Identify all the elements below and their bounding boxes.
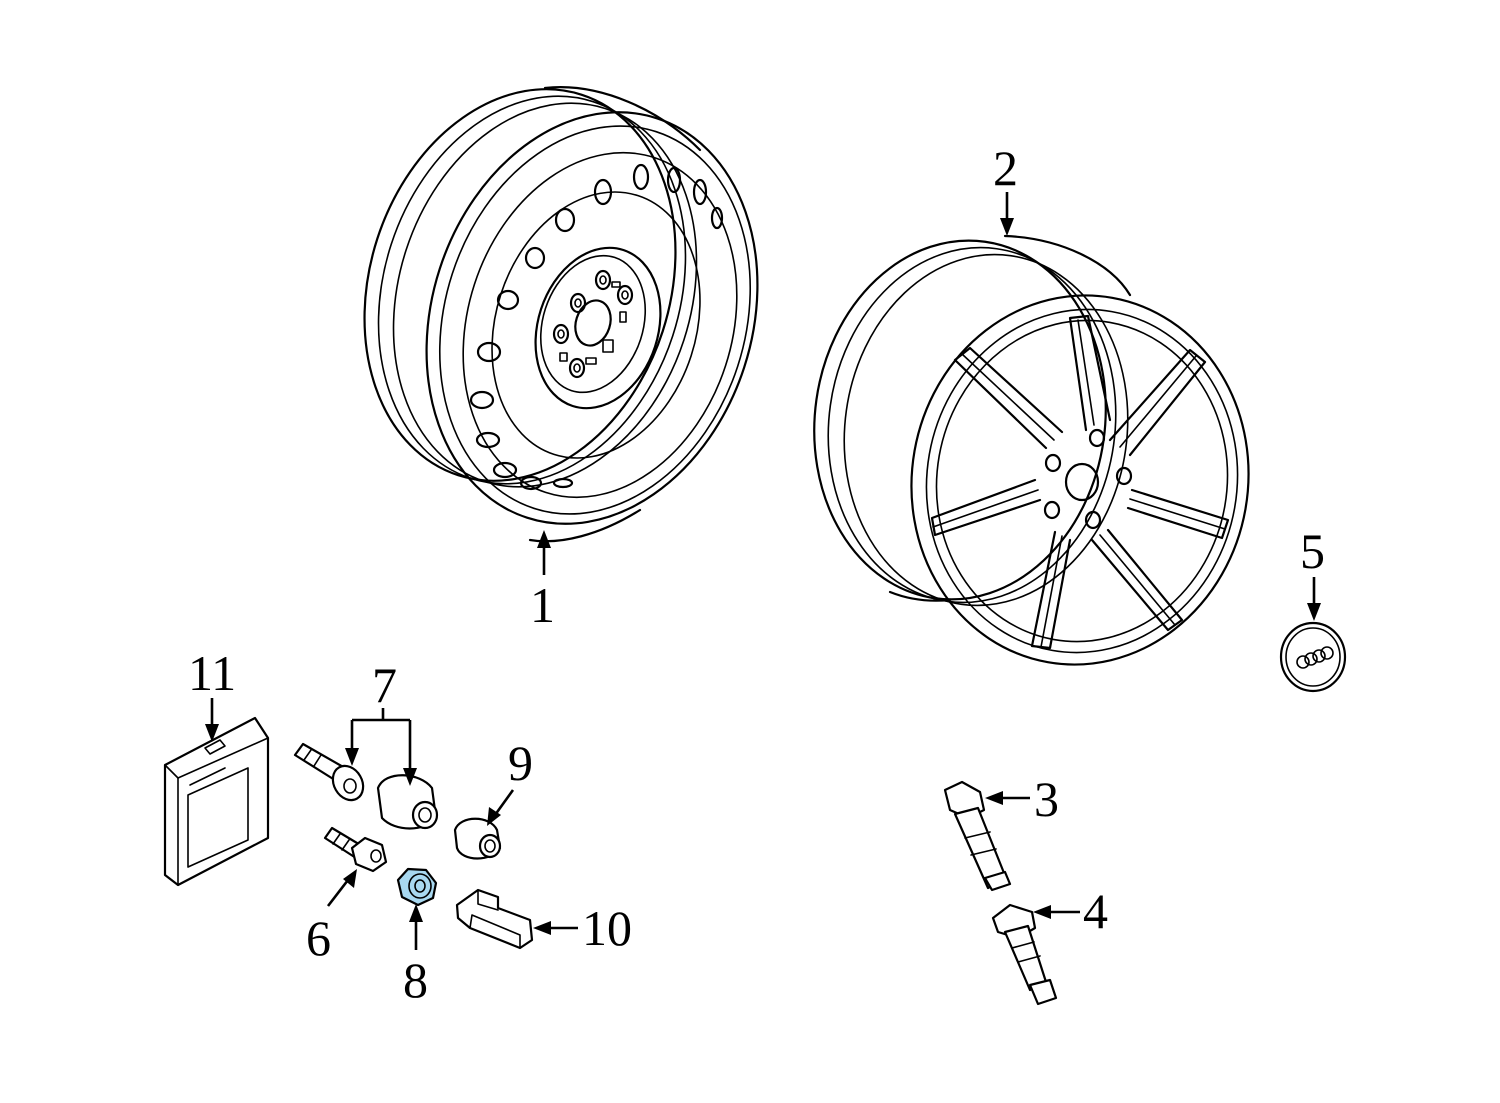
callout-label-9: 9: [508, 735, 533, 791]
callout-11: 11: [188, 645, 236, 742]
callout-label-11: 11: [188, 645, 236, 701]
callout-2: 2: [993, 140, 1018, 236]
callout-5: 5: [1300, 523, 1325, 621]
nut-cap-part-9[interactable]: [453, 817, 502, 860]
nut-part-8-highlighted[interactable]: [396, 867, 438, 907]
callout-6: 6: [306, 869, 357, 966]
callout-label-10: 10: [582, 900, 632, 956]
callout-label-3: 3: [1034, 771, 1059, 827]
wheel-bolt-part-6[interactable]: [323, 826, 388, 873]
center-cap-part-5[interactable]: [1279, 621, 1347, 693]
steel-wheel-part-1[interactable]: [316, 48, 810, 567]
callout-label-8: 8: [403, 952, 428, 1008]
callout-label-1: 1: [530, 577, 555, 633]
callout-7: 7: [345, 657, 417, 786]
callout-8: 8: [403, 904, 428, 1008]
package-part-11[interactable]: [163, 716, 270, 887]
callout-label-5: 5: [1300, 523, 1325, 579]
callout-label-2: 2: [993, 140, 1018, 196]
callout-3: 3: [985, 771, 1059, 827]
valve-stem-part-3[interactable]: [943, 780, 1012, 892]
holder-part-10[interactable]: [455, 888, 534, 950]
callout-9: 9: [487, 735, 533, 826]
callout-1: 1: [530, 530, 555, 633]
callout-10: 10: [533, 900, 632, 956]
callout-label-6: 6: [306, 910, 331, 966]
lock-bolt-part-7[interactable]: [293, 742, 369, 806]
callout-label-4: 4: [1083, 883, 1108, 939]
callout-label-7: 7: [372, 657, 397, 713]
valve-part-4[interactable]: [991, 903, 1058, 1006]
ring-logo-icon: [1296, 655, 1310, 669]
lock-adapter-part-7[interactable]: [376, 774, 439, 830]
callout-4: 4: [1033, 883, 1108, 939]
alloy-wheel-part-2[interactable]: [791, 222, 1277, 692]
